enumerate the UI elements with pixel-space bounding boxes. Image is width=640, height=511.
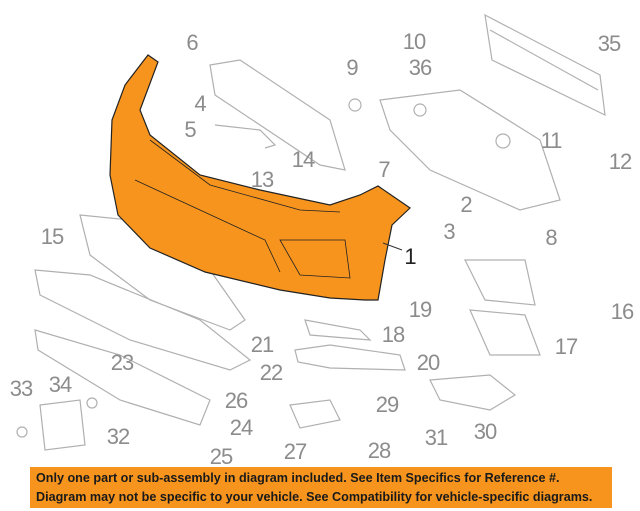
- callout-10: 10: [402, 29, 427, 54]
- callout-2: 2: [460, 192, 472, 217]
- callout-3: 3: [443, 219, 455, 244]
- callout-22: 22: [259, 360, 284, 385]
- callout-26: 26: [224, 388, 249, 413]
- panel-22: [34, 269, 252, 371]
- absorber-8: [379, 89, 561, 211]
- callout-29: 29: [375, 392, 400, 417]
- disclaimer-banner: Only one part or sub-assembly in diagram…: [30, 467, 612, 508]
- callout-4: 4: [194, 91, 206, 116]
- callout-25: 25: [209, 444, 234, 469]
- bracket-30: [429, 374, 517, 411]
- bumper-cover-highlighted: [109, 54, 411, 301]
- bezel-16: [464, 259, 536, 306]
- grille-17: [469, 309, 541, 356]
- callout-11: 11: [540, 128, 563, 153]
- callout-13: 13: [250, 167, 275, 192]
- callout-20: 20: [416, 350, 441, 375]
- callout-9: 9: [346, 55, 358, 80]
- disclaimer-line-2: Diagram may not be specific to your vehi…: [36, 490, 593, 504]
- callout-leader-1: [382, 242, 403, 251]
- callout-27: 27: [283, 439, 308, 464]
- callout-21: 21: [250, 332, 275, 357]
- callout-14: 14: [291, 147, 316, 172]
- reinforcement-35: [484, 13, 606, 117]
- callout-33: 33: [9, 376, 34, 401]
- bumper-details: [134, 139, 351, 279]
- callout-7: 7: [378, 157, 390, 182]
- callout-24: 24: [229, 415, 254, 440]
- callout-16: 16: [610, 299, 635, 324]
- callout-8: 8: [545, 225, 557, 250]
- callout-36: 36: [408, 55, 433, 80]
- callout-5: 5: [184, 117, 196, 142]
- bracket-4: [214, 124, 277, 149]
- disclaimer-line-1: Only one part or sub-assembly in diagram…: [36, 471, 560, 485]
- callout-17: 17: [554, 334, 579, 359]
- trim-18: [304, 319, 372, 341]
- bracket-27: [289, 399, 341, 429]
- strip-24: [34, 329, 211, 426]
- carrier-6: [209, 59, 346, 171]
- callout-18: 18: [381, 322, 406, 347]
- callout-30: 30: [473, 419, 498, 444]
- callout-31: 31: [424, 425, 449, 450]
- callout-12: 12: [608, 149, 633, 174]
- callout-23: 23: [110, 350, 135, 375]
- callout-19: 19: [408, 297, 433, 322]
- callout-35: 35: [597, 31, 622, 56]
- callout-28: 28: [367, 438, 392, 463]
- callout-32: 32: [106, 424, 131, 449]
- callout-34: 34: [48, 372, 73, 397]
- plate-32: [39, 399, 86, 451]
- callout-1: 1: [404, 244, 416, 269]
- callout-6: 6: [186, 30, 198, 55]
- trim-20: [294, 344, 406, 371]
- callout-15: 15: [40, 224, 65, 249]
